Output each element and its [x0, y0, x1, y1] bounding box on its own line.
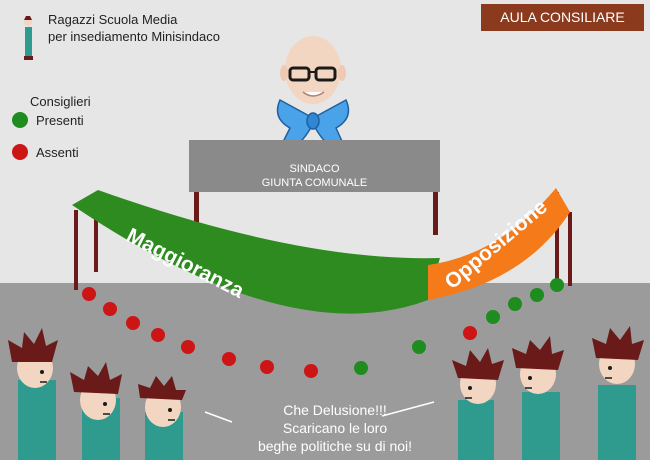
pole-4 — [568, 212, 572, 286]
kid-3 — [138, 376, 186, 460]
desk-label: SINDACO GIUNTA COMUNALE — [189, 162, 440, 190]
glasses-icon — [288, 66, 311, 82]
seat-present — [486, 310, 500, 324]
present-seats — [354, 278, 564, 375]
desk — [189, 140, 440, 192]
seat-absent — [304, 364, 318, 378]
seat-present — [530, 288, 544, 302]
seat-present — [412, 340, 426, 354]
speech-text: Che Delusione!!! Scaricano le loro beghe… — [245, 401, 425, 455]
kid-1 — [8, 328, 58, 460]
legend-absent-label: Assenti — [36, 144, 79, 160]
subtitle: Ragazzi Scuola Media per insediamento Mi… — [48, 11, 220, 45]
blue-bow-icon — [276, 98, 350, 152]
seat-absent — [103, 302, 117, 316]
legend-present: Presenti — [12, 112, 84, 128]
subtitle-line-2: per insediamento Minisindaco — [48, 29, 220, 44]
logo-figure-icon — [24, 16, 33, 60]
seat-absent — [151, 328, 165, 342]
desk-line-2: GIUNTA COMUNALE — [261, 177, 368, 189]
aula-consiliare-badge: AULA CONSILIARE — [481, 4, 644, 31]
speech-line-1: Che Delusione!!! — [283, 402, 387, 418]
seat-present — [508, 297, 522, 311]
kid-6 — [592, 326, 644, 460]
seat-absent — [82, 287, 96, 301]
mayor-head — [285, 36, 341, 104]
legend-present-label: Presenti — [36, 112, 84, 128]
speech-line-right — [381, 401, 435, 417]
desk-line-1: SINDACO — [289, 163, 340, 175]
kid-2 — [70, 362, 122, 460]
desk-leg-left — [194, 185, 199, 235]
seat-absent — [222, 352, 236, 366]
present-dot-icon — [12, 112, 28, 128]
subtitle-line-1: Ragazzi Scuola Media — [48, 12, 178, 27]
seat-present — [550, 278, 564, 292]
speech-line-2: Scaricano le loro — [282, 420, 388, 436]
pole-3 — [555, 192, 559, 290]
mayor-figure — [276, 36, 350, 152]
seat-absent — [260, 360, 274, 374]
seat-present — [354, 361, 368, 375]
seat-absent — [463, 326, 477, 340]
legend-title: Consiglieri — [30, 94, 91, 109]
desk-leg-right — [433, 185, 438, 235]
speech-line-3: beghe politiche su di noi! — [257, 438, 413, 454]
kid-4 — [452, 348, 504, 460]
kid-5 — [512, 336, 564, 460]
legend-absent: Assenti — [12, 144, 79, 160]
speech-line-left — [204, 411, 233, 423]
absent-seats — [82, 287, 477, 378]
absent-dot-icon — [12, 144, 28, 160]
opposition-banner — [428, 188, 570, 300]
majority-banner — [72, 190, 440, 314]
pole-2 — [94, 200, 98, 272]
seat-absent — [181, 340, 195, 354]
pole-1 — [74, 210, 78, 290]
seat-absent — [126, 316, 140, 330]
